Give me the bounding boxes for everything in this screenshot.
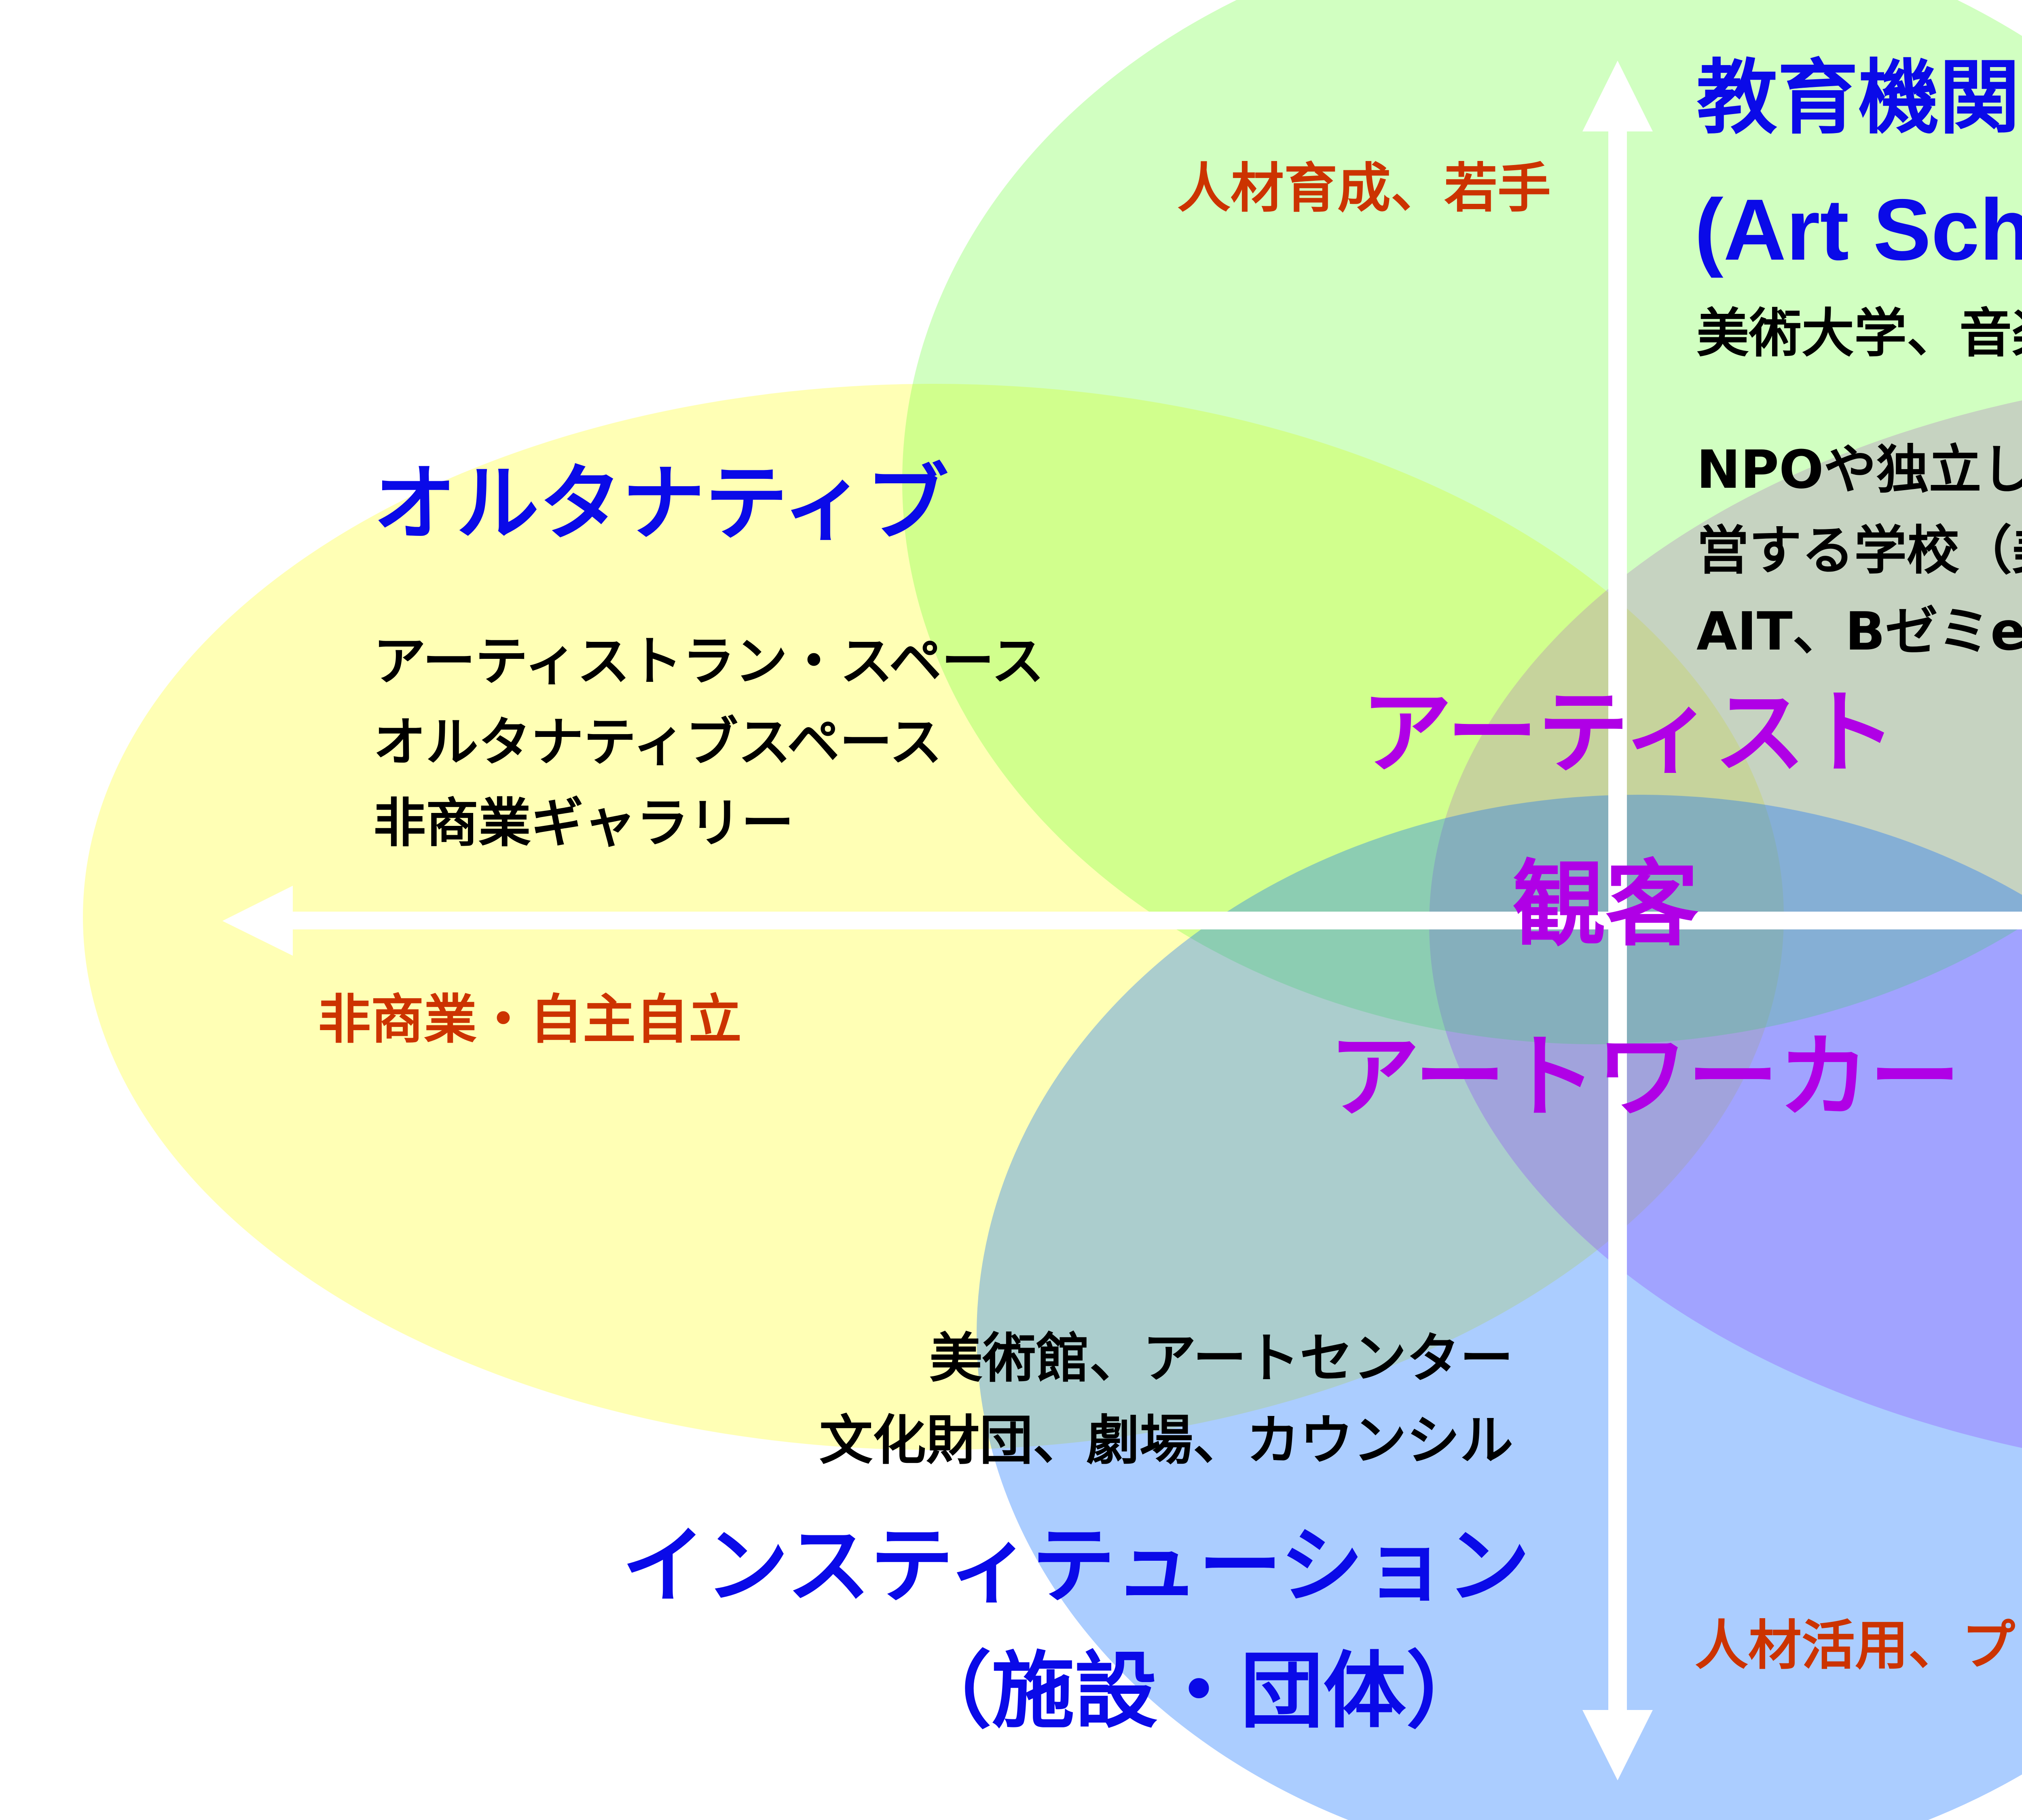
institution-title: インスティテューション <box>622 1517 1530 1615</box>
education-item: 美術大学、音楽大学、各種学校 <box>1696 303 2022 364</box>
ellipse-institution <box>977 795 2022 1820</box>
alternative-item: アーティストラン・スペース <box>373 631 1044 692</box>
alternative-title: オルタナティブ <box>373 456 949 552</box>
center-label-artist: アーティスト <box>1361 680 1896 786</box>
institution-item: 文化財団、劇場、カウンシル <box>819 1409 1513 1472</box>
axis-label-top: 人材育成、若手 <box>1177 157 1551 220</box>
alternative-item: オルタナティブスペース <box>373 711 942 773</box>
alternative-items: アーティストラン・スペース オルタナティブスペース 非商業ギャラリー <box>373 621 1044 863</box>
institution-item: 美術館、アートセンター <box>929 1327 1513 1390</box>
education-title: 教育機関 <box>1696 51 2020 145</box>
axis-label-left: 非商業・自主自立 <box>318 988 742 1050</box>
axis-label-bottom: 人材活用、プロフェッショナル <box>1695 1615 2022 1677</box>
alternative-item: 非商業ギャラリー <box>373 792 794 854</box>
education-item: NPOや独立した団体が運 <box>1696 439 2022 500</box>
education-subtitle: (Art School) <box>1694 181 2022 278</box>
center-label-artworker: アートワーカー <box>1329 1024 1961 1130</box>
institution-subtitle: （施設・団体） <box>909 1643 1489 1740</box>
horizontal-axis-arrow <box>222 886 2022 956</box>
ellipse-education <box>902 0 2022 1044</box>
institution-items: 美術館、アートセンター 文化財団、劇場、カウンシル <box>819 1318 1513 1482</box>
education-details: NPOや独立した団体が運 営する学校（美学校、 AIT、Bゼミetc.） <box>1696 429 2022 672</box>
center-label-audience: 観客 <box>1512 851 1699 959</box>
education-item: 営する学校（美学校、 <box>1696 520 2022 581</box>
education-item: AIT、Bゼミetc.） <box>1696 601 2022 662</box>
